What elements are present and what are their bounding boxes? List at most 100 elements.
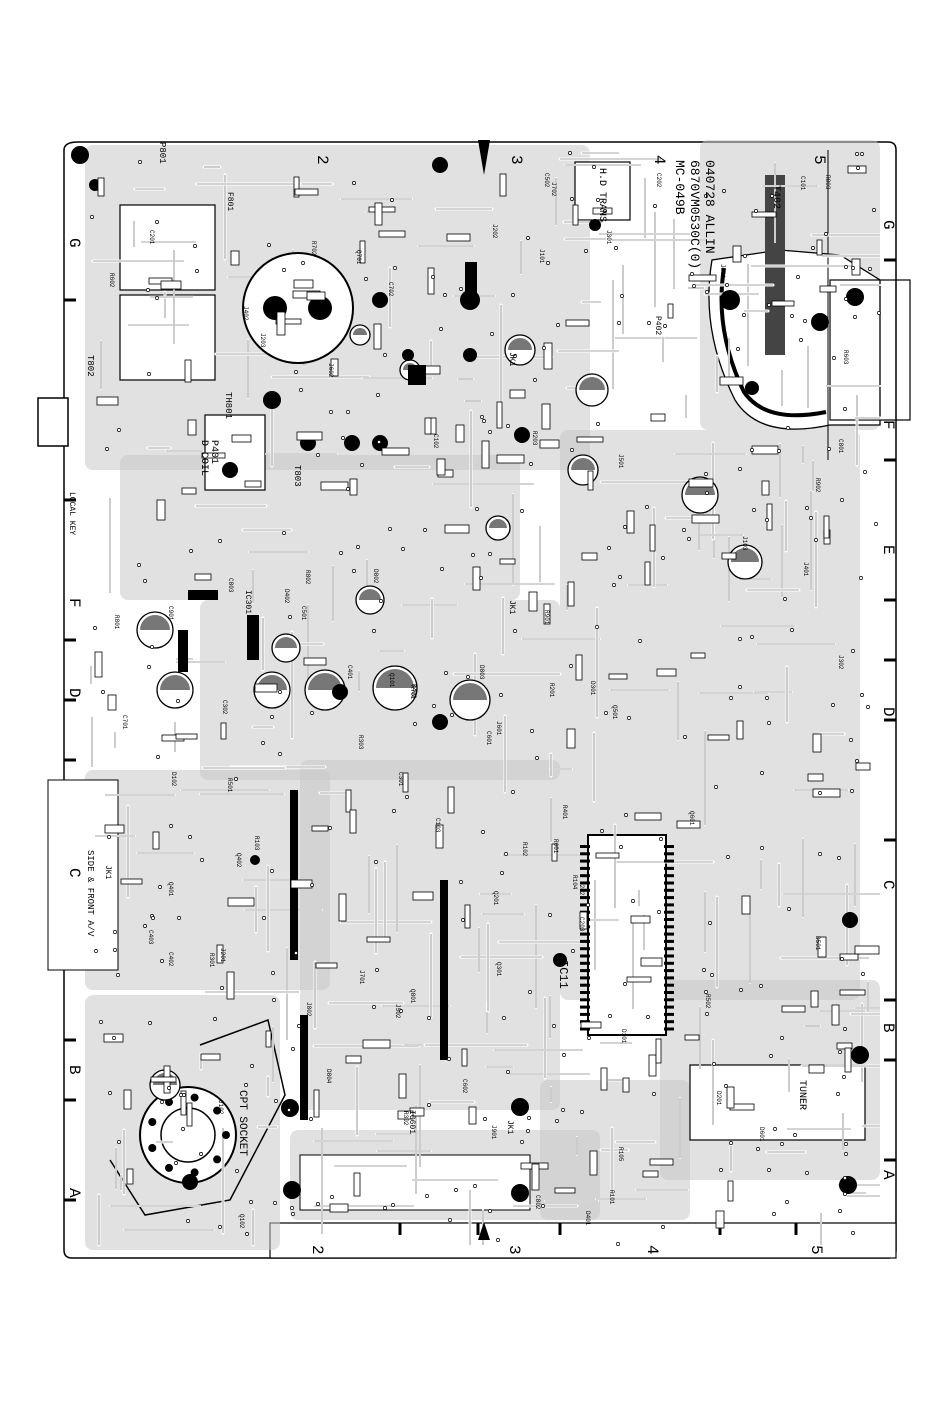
main-ic-pin: [664, 983, 674, 987]
via-hole: [780, 1142, 784, 1146]
crt-socket-pin: [148, 1118, 157, 1127]
via-hole: [777, 449, 781, 453]
via-hole: [504, 852, 508, 856]
main-ic-pin: [664, 910, 674, 914]
component-ref: R502: [704, 994, 711, 1009]
resistor-outline: [721, 552, 737, 560]
via-hole: [780, 1036, 784, 1040]
component-ref: C101: [799, 176, 806, 191]
via-hole: [220, 986, 224, 990]
resistor-outline: [592, 207, 613, 215]
via-hole: [475, 507, 479, 511]
via-hole: [722, 189, 726, 193]
component-ref: J801: [719, 264, 726, 279]
resistor-outline: [290, 879, 313, 889]
via-hole: [483, 1117, 487, 1121]
via-hole: [461, 918, 465, 922]
main-ic-pin: [664, 1027, 674, 1031]
via-hole: [570, 197, 574, 201]
resistor-outline: [630, 915, 651, 924]
main-filter-cap: [242, 252, 354, 364]
component-ref: J701: [358, 970, 365, 985]
via-hole: [291, 1212, 295, 1216]
main-ic-pin: [664, 1005, 674, 1009]
grid-row-B-right: B: [879, 1023, 897, 1033]
via-hole: [399, 1009, 403, 1013]
cap-polarity-mark: [359, 589, 381, 600]
via-hole: [702, 968, 706, 972]
via-hole: [805, 1171, 809, 1175]
resistor-outline: [276, 311, 286, 336]
resistor-outline: [461, 1048, 468, 1067]
via-hole: [454, 1188, 458, 1192]
via-hole: [346, 410, 350, 414]
resistor-outline: [315, 962, 338, 969]
component-ref: J201: [219, 948, 226, 963]
via-hole: [182, 1093, 186, 1097]
via-hole: [831, 703, 835, 707]
via-hole: [176, 699, 180, 703]
via-hole: [618, 575, 622, 579]
via-hole: [94, 949, 98, 953]
via-hole: [596, 198, 600, 202]
main-ic-pin: [664, 845, 674, 848]
resistor-outline: [294, 188, 319, 196]
main-ic-pin: [664, 888, 674, 892]
solder-pad: [222, 462, 238, 478]
solder-pad: [720, 290, 740, 310]
p402-label: P402: [653, 316, 662, 335]
resistor-outline: [126, 1168, 134, 1185]
via-hole: [750, 448, 754, 452]
via-hole: [117, 1140, 121, 1144]
resistor-outline: [216, 944, 224, 964]
main-ic-pin: [580, 888, 590, 892]
via-hole: [450, 713, 454, 717]
component-ref: R601: [552, 839, 559, 854]
via-hole: [793, 1133, 797, 1137]
via-hole: [390, 198, 394, 202]
front-av-label: SIDE & FRONT A/V: [85, 850, 95, 937]
resistor-outline: [423, 365, 441, 375]
component-ref: J502: [394, 1004, 401, 1019]
via-hole: [843, 1027, 847, 1031]
component-ref: C702: [387, 282, 394, 297]
fuse-label: F801: [225, 192, 234, 211]
via-hole: [439, 327, 443, 331]
resistor-outline: [690, 652, 706, 659]
via-hole: [291, 1047, 295, 1051]
resistor-outline: [816, 239, 823, 256]
via-hole: [725, 283, 729, 287]
via-hole: [427, 1016, 431, 1020]
resistor-outline: [412, 891, 434, 901]
main-ic-pin: [664, 896, 674, 900]
resistor-outline: [296, 431, 323, 441]
cap-polarity-mark: [353, 328, 367, 335]
solder-pad: [283, 1181, 301, 1199]
resistor-outline: [374, 202, 383, 226]
resistor-outline: [359, 240, 366, 264]
via-hole: [863, 470, 867, 474]
grid-row-F-right: F: [879, 420, 897, 430]
via-hole: [580, 1110, 584, 1114]
resistor-outline: [576, 436, 604, 443]
resistor-outline: [807, 773, 824, 782]
solder-pad: [332, 684, 348, 700]
resistor-outline: [123, 1089, 132, 1110]
crt-socket-pin: [190, 1168, 199, 1177]
via-hole: [346, 487, 350, 491]
via-hole: [440, 567, 444, 571]
via-hole: [729, 696, 733, 700]
resistor-outline: [707, 734, 730, 741]
resistor-outline: [200, 1053, 221, 1061]
via-hole: [724, 1084, 728, 1088]
component-ref: C701: [121, 715, 128, 730]
component-ref: R203: [531, 431, 538, 446]
main-ic-pin: [664, 852, 674, 856]
via-hole: [805, 506, 809, 510]
component-ref: C401: [346, 665, 353, 680]
via-hole: [393, 266, 397, 270]
via-hole: [855, 759, 859, 763]
component-ref: C203: [578, 917, 585, 932]
via-hole: [235, 1169, 239, 1173]
via-hole: [661, 1225, 665, 1229]
